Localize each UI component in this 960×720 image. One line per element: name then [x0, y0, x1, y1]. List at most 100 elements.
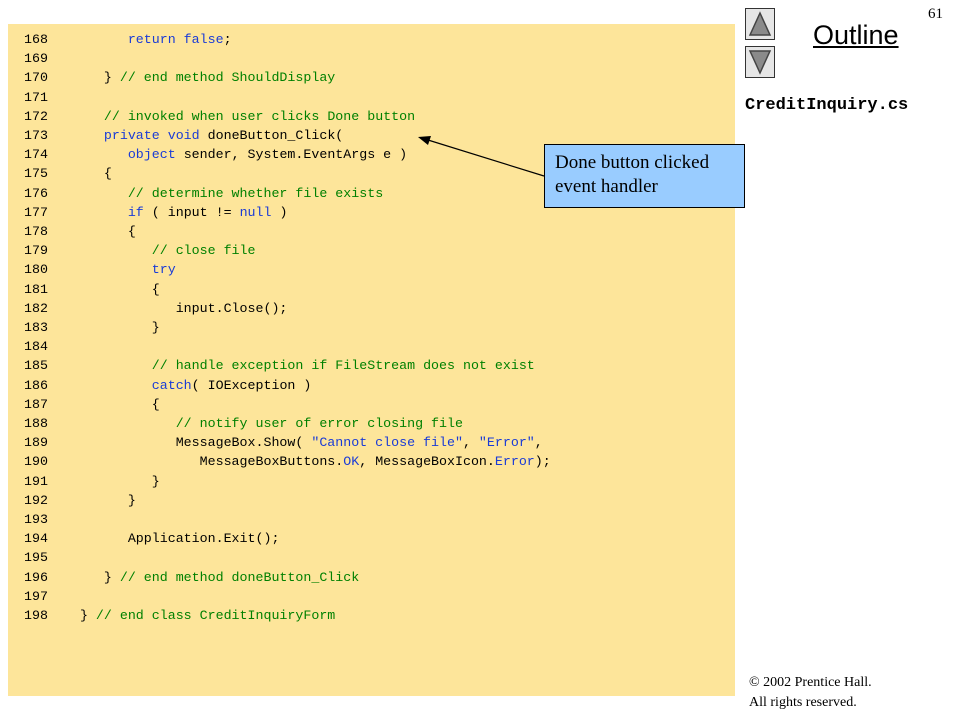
code-line: 178 {: [8, 222, 136, 241]
code-text: [56, 205, 128, 220]
code-line: 186 catch( IOException ): [8, 376, 311, 395]
code-line: 189 MessageBox.Show( "Cannot close file"…: [8, 433, 543, 452]
code-text: sender, System.EventArgs e ): [175, 147, 408, 163]
line-number: 185: [24, 358, 48, 374]
code-line: 168 return false;: [8, 30, 232, 49]
line-number: 191: [24, 473, 48, 489]
code-text: ,: [534, 435, 543, 451]
code-keyword: catch: [151, 377, 192, 393]
line-number: 176: [24, 185, 48, 201]
code-line: 193: [8, 510, 56, 529]
code-line: 175 {: [8, 164, 112, 183]
code-text: {: [56, 281, 160, 297]
code-text: }: [56, 473, 160, 489]
line-number: 182: [24, 300, 48, 316]
line-number: 168: [24, 32, 48, 47]
code-text: }: [56, 608, 96, 623]
code-text: {: [56, 396, 160, 412]
code-text: input.Close();: [56, 300, 288, 316]
code-comment: // handle exception if FileStream does n…: [151, 358, 535, 374]
line-number: 175: [24, 166, 48, 182]
line-number: 170: [24, 70, 48, 86]
code-text: {: [56, 166, 112, 182]
code-line: 170 } // end method ShouldDisplay: [8, 68, 335, 87]
line-number: 173: [24, 128, 48, 143]
code-line: 190 MessageBoxButtons.OK, MessageBoxIcon…: [8, 452, 551, 471]
code-line: 194 Application.Exit();: [8, 529, 279, 548]
line-number: 171: [24, 89, 48, 105]
code-text: MessageBoxButtons.: [56, 454, 344, 470]
code-text: , MessageBoxIcon.: [359, 454, 495, 470]
line-number: 183: [24, 320, 48, 335]
line-number: 184: [24, 339, 48, 355]
previous-slide-button[interactable]: [745, 8, 775, 40]
code-line: 180 try: [8, 260, 176, 279]
code-keyword: try: [151, 262, 176, 278]
code-comment: // invoked when user clicks Done button: [103, 108, 416, 124]
code-text: MessageBox.Show(: [56, 435, 312, 451]
code-line: 192 }: [8, 491, 136, 510]
code-text: doneButton_Click(: [199, 128, 344, 143]
code-line: 196 } // end method doneButton_Click: [8, 568, 359, 587]
code-text: }: [56, 70, 120, 86]
code-text: ( input !=: [143, 204, 240, 220]
code-literal: OK: [343, 454, 360, 470]
code-line: 169: [8, 49, 56, 68]
code-text: [56, 109, 104, 124]
line-number: 196: [24, 569, 48, 585]
code-keyword: object: [127, 147, 176, 163]
line-number: 195: [24, 550, 48, 566]
triangle-down-icon: [748, 50, 772, 75]
line-number: 180: [24, 262, 48, 278]
line-number: 193: [24, 512, 48, 527]
code-comment: // determine whether file exists: [127, 185, 384, 201]
page-number: 61: [928, 6, 943, 22]
code-literal: "Cannot close file": [311, 435, 463, 451]
code-comment: // close file: [151, 243, 256, 259]
code-text: [56, 378, 152, 393]
line-number: 190: [24, 454, 48, 470]
code-comment: // end method ShouldDisplay: [119, 70, 336, 86]
code-line: 191 }: [8, 472, 160, 491]
next-slide-button[interactable]: [745, 46, 775, 78]
code-text: ): [271, 204, 288, 220]
code-text: Application.Exit();: [56, 531, 280, 547]
copyright-notice: © 2002 Prentice Hall. All rights reserve…: [749, 673, 872, 713]
line-number: 192: [24, 492, 48, 508]
code-text: }: [56, 492, 136, 508]
line-number: 177: [24, 204, 48, 220]
code-text: ;: [223, 32, 232, 47]
code-text: }: [56, 320, 160, 335]
line-number: 198: [24, 608, 48, 623]
outline-link[interactable]: Outline: [813, 20, 899, 50]
line-number: 174: [24, 147, 48, 163]
code-line: 183 }: [8, 318, 160, 337]
code-text: {: [56, 224, 136, 239]
code-line: 173 private void doneButton_Click(: [8, 126, 343, 145]
file-name-label: CreditInquiry.cs: [745, 96, 909, 115]
line-number: 179: [24, 243, 48, 259]
line-number: 189: [24, 435, 48, 451]
code-comment: // notify user of error closing file: [175, 416, 463, 431]
triangle-up-icon: [748, 11, 772, 36]
code-text: [56, 358, 152, 373]
code-literal: Error: [494, 454, 535, 470]
code-keyword: return false: [127, 32, 224, 47]
copyright-line-1: © 2002 Prentice Hall.: [749, 675, 872, 690]
callout-box: Done button clicked event handler: [544, 144, 745, 208]
code-text: [56, 416, 176, 431]
code-literal: "Error": [478, 435, 535, 451]
code-text: [56, 32, 128, 47]
line-number: 188: [24, 416, 48, 431]
code-line: 176 // determine whether file exists: [8, 184, 383, 203]
code-line: 185 // handle exception if FileStream do…: [8, 356, 535, 375]
copyright-line-2: All rights reserved.: [749, 695, 857, 710]
code-line: 171: [8, 88, 56, 107]
code-keyword: if: [127, 204, 144, 220]
code-line: 177 if ( input != null ): [8, 203, 287, 222]
code-text: [56, 128, 104, 143]
code-line: 188 // notify user of error closing file: [8, 414, 463, 433]
code-text: [56, 147, 128, 162]
code-comment: // end class CreditInquiryForm: [95, 608, 336, 623]
code-text: ( IOException ): [191, 377, 312, 393]
